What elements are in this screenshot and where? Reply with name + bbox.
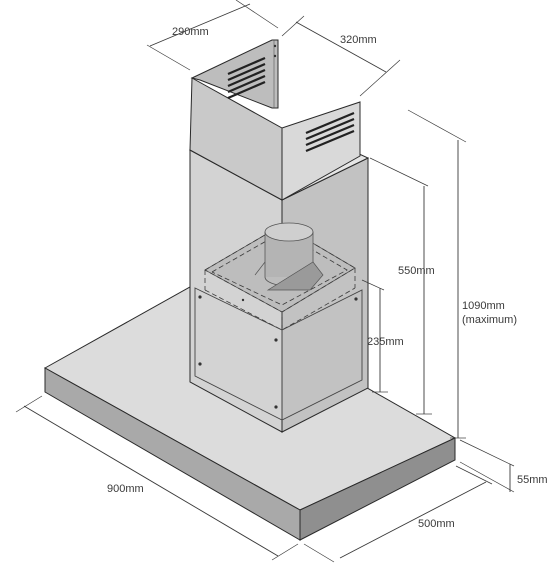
dim-chimney-width: 320mm	[281, 15, 401, 97]
screw-6	[241, 298, 245, 302]
dim-chimney-depth: 290mm	[146, 0, 279, 71]
exhaust-duct	[254, 222, 324, 291]
screw-1	[198, 295, 202, 299]
motor-box-side	[281, 289, 363, 421]
dim-chimney-width-line	[295, 21, 387, 73]
dim-chimney-width-label: 320mm	[340, 34, 377, 46]
dim-canopy-thickness-label: 55mm	[517, 474, 548, 486]
dim-canopy-thickness: 55mm	[459, 439, 548, 493]
upper-chimney	[189, 39, 361, 201]
duct-top	[264, 222, 314, 242]
dim-chimney-depth-label: 290mm	[172, 26, 209, 38]
screw-5	[354, 297, 358, 301]
dim-chimney-depth-line	[149, 3, 251, 47]
screw-4	[274, 405, 278, 409]
dim-chimney-height-label: 550mm	[398, 265, 435, 277]
dim-hood-depth-line	[339, 481, 487, 559]
upper-chimney-back-flange	[190, 39, 279, 109]
hidden-box-bottom	[204, 287, 356, 331]
hidden-box-top	[204, 224, 356, 313]
dim-lower-chimney-height: 235mm	[361, 279, 404, 393]
dim-hood-width: 900mm	[15, 395, 299, 561]
upper-chimney-left-vents	[227, 56, 266, 100]
dim-lower-chimney-label: 235mm	[367, 336, 404, 348]
dim-total-height-label: 1090mm	[462, 300, 505, 312]
upper-chimney-right-face	[281, 101, 361, 201]
dim-total-height-note: (maximum)	[462, 314, 517, 326]
dim-hood-width-line	[23, 405, 279, 557]
dim-total-height: 1090mm (maximum)	[407, 109, 517, 439]
dim-chimney-height: 550mm	[369, 157, 435, 415]
canopy-right-face	[299, 437, 456, 541]
dim-hood-depth-label: 500mm	[418, 518, 455, 530]
duct-flange	[254, 261, 324, 291]
hidden-box-top-inner	[211, 231, 348, 306]
screw-3	[198, 362, 202, 366]
screw-2	[274, 338, 278, 342]
dim-hood-depth: 500mm	[303, 465, 493, 563]
upper-chimney-right-vents	[305, 111, 355, 153]
dim-hood-width-label: 900mm	[107, 483, 144, 495]
